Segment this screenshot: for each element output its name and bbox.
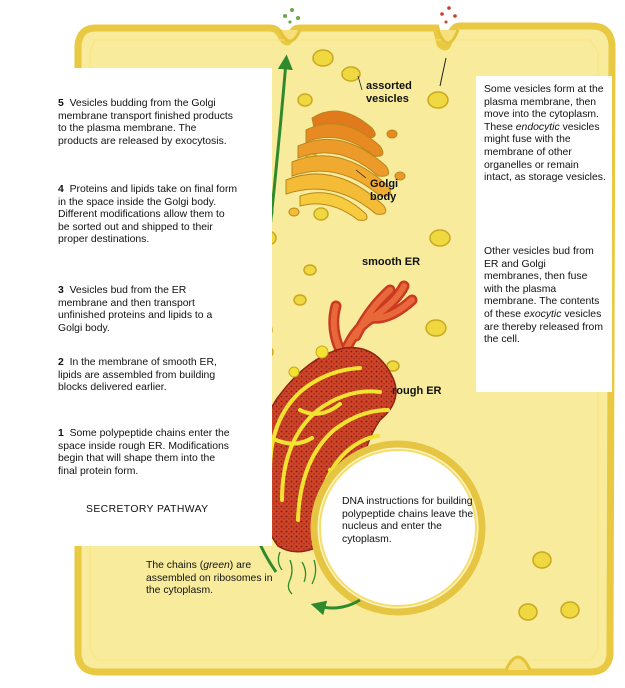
step-1-body: Some polypeptide chains enter the space … — [58, 428, 230, 477]
step-5-number: 5 — [58, 98, 64, 109]
vesicle — [518, 603, 538, 621]
exocytic-note: Other vesicles bud from ER and Golgi mem… — [484, 246, 606, 347]
pathway-title: SECRETORY PATHWAY — [86, 504, 209, 515]
step-4-body: Proteins and lipids take on final form i… — [58, 184, 238, 246]
nucleus — [310, 440, 486, 616]
vesicle — [425, 319, 447, 337]
steps-panel — [38, 68, 272, 546]
step-2-body: In the membrane of smooth ER, lipids are… — [58, 357, 217, 394]
endocytic-note-b: vesicles might fuse with the membrane of… — [484, 121, 606, 184]
ribosome-chains — [277, 551, 317, 595]
assorted-vesicles-label-1: assorted — [366, 80, 412, 92]
vesicle — [293, 294, 307, 306]
vesicle — [312, 49, 334, 67]
chains-note-b: ) are assembled on ribosomes in the cyto… — [146, 560, 273, 597]
golgi-label-1: Golgi — [370, 178, 399, 190]
vesicle — [303, 264, 317, 276]
chains-note-a: The chains ( — [146, 560, 204, 571]
vesicle — [313, 207, 329, 221]
golgi-label-2: body — [370, 191, 397, 203]
step-5-text: 5 Vesicles budding from the Golgi membra… — [58, 98, 238, 148]
bottom-exocytosis-icon — [504, 655, 532, 671]
endocytosis-site-icon — [436, 6, 460, 87]
step-3-number: 3 — [58, 285, 64, 296]
step-5-body: Vesicles budding from the Golgi membrane… — [58, 98, 233, 147]
rough-er — [260, 345, 397, 553]
golgi-body — [285, 110, 406, 221]
step-4-number: 4 — [58, 184, 64, 195]
step-1-text: 1 Some polypeptide chains enter the spac… — [58, 428, 230, 478]
vesicle — [532, 551, 552, 569]
exocytic-note-b: vesicles are thereby released from the c… — [484, 308, 603, 346]
vesicle — [427, 91, 449, 109]
endocytic-note-a: Some vesicles form at the plasma membran… — [484, 84, 604, 133]
exocytosis-site-icon — [278, 8, 302, 43]
chains-word: green — [203, 560, 230, 571]
smooth-er-label: smooth ER — [362, 256, 421, 268]
rough-er-label: rough ER — [392, 385, 442, 397]
chains-note: The chains (green) are assembled on ribo… — [146, 560, 280, 598]
leader-lines — [355, 75, 367, 179]
vesicle — [341, 66, 361, 82]
step-3-body: Vesicles bud from the ER membrane and th… — [58, 285, 213, 334]
vesicle — [560, 601, 580, 619]
smooth-er — [328, 280, 418, 366]
notes-panel — [476, 76, 612, 392]
dna-note: DNA instructions for building polypeptid… — [342, 496, 474, 545]
step-2-number: 2 — [58, 357, 64, 368]
vesicle — [297, 93, 313, 107]
endocytic-note: Some vesicles form at the plasma membran… — [484, 84, 606, 185]
assorted-vesicles-label-2: vesicles — [366, 93, 409, 105]
exocytic-note-a: Other vesicles bud from ER and Golgi mem… — [484, 246, 600, 320]
vesicle — [386, 360, 400, 372]
exocytic-word: exocytic — [523, 308, 562, 320]
step-3-text: 3 Vesicles bud from the ER membrane and … — [58, 285, 238, 335]
step-4-text: 4 Proteins and lipids take on final form… — [58, 184, 238, 247]
endocytic-word: endocytic — [515, 121, 560, 133]
step-2-text: 2 In the membrane of smooth ER, lipids a… — [58, 357, 238, 395]
step-1-number: 1 — [58, 428, 64, 439]
vesicle — [429, 229, 451, 247]
